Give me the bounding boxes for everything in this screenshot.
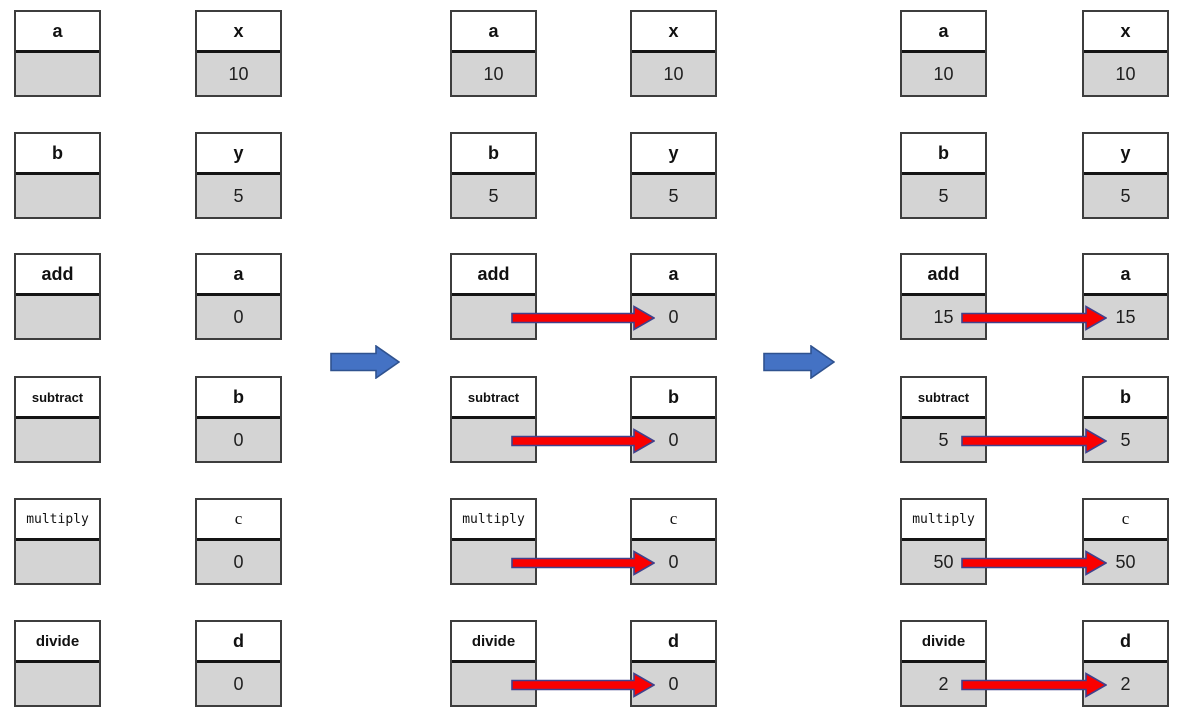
var-box-multiply: multiply	[450, 498, 537, 585]
var-box-a: a	[14, 10, 101, 97]
var-box-label: y	[197, 134, 280, 175]
var-box-label: b	[16, 134, 99, 175]
var-box-add: add	[450, 253, 537, 340]
var-box-label: a	[197, 255, 280, 296]
var-box-value: 5	[632, 175, 715, 217]
var-box-value: 5	[197, 175, 280, 217]
var-box-value: 5	[902, 175, 985, 217]
var-box-value: 0	[197, 419, 280, 461]
var-box-value	[16, 541, 99, 583]
transition-arrow-1-icon	[330, 345, 400, 379]
var-box-label: a	[16, 12, 99, 53]
var-box-label: b	[197, 378, 280, 419]
var-box-label: d	[197, 622, 280, 663]
var-box-label: y	[632, 134, 715, 175]
var-box-divide: divide	[14, 620, 101, 707]
assignment-arrow-icon	[511, 428, 655, 454]
var-box-value: 0	[197, 296, 280, 338]
var-box-value	[16, 175, 99, 217]
var-box-value	[16, 663, 99, 705]
assignment-arrow-icon	[511, 305, 655, 331]
var-box-label: x	[632, 12, 715, 53]
var-box-label: subtract	[16, 378, 99, 419]
var-box-label: multiply	[16, 500, 99, 541]
var-box-b: b	[14, 132, 101, 219]
var-box-label: b	[902, 134, 985, 175]
var-box-multiply: multiply	[14, 498, 101, 585]
var-box-value: 10	[1084, 53, 1167, 95]
var-box-value: 0	[197, 541, 280, 583]
var-box-value: 0	[197, 663, 280, 705]
var-box-label: add	[16, 255, 99, 296]
var-box-add: add	[14, 253, 101, 340]
assignment-arrow-icon	[961, 428, 1107, 454]
var-box-label: c	[197, 500, 280, 541]
var-box-label: a	[632, 255, 715, 296]
var-box-label: divide	[452, 622, 535, 663]
var-box-value: 5	[452, 175, 535, 217]
var-box-subtract: subtract	[14, 376, 101, 463]
var-box-label: c	[1084, 500, 1167, 541]
var-box-label: d	[1084, 622, 1167, 663]
var-box-label: y	[1084, 134, 1167, 175]
var-box-label: b	[632, 378, 715, 419]
var-box-value	[16, 296, 99, 338]
var-box-label: multiply	[902, 500, 985, 541]
var-box-value: 10	[197, 53, 280, 95]
var-box-label: multiply	[452, 500, 535, 541]
var-box-label: add	[452, 255, 535, 296]
var-box-label: d	[632, 622, 715, 663]
var-box-subtract: subtract	[450, 376, 537, 463]
var-box-label: a	[902, 12, 985, 53]
var-box-value: 10	[902, 53, 985, 95]
assignment-arrow-icon	[511, 550, 655, 576]
var-box-label: b	[1084, 378, 1167, 419]
assignment-arrow-icon	[961, 305, 1107, 331]
var-box-label: subtract	[452, 378, 535, 419]
var-box-label: add	[902, 255, 985, 296]
var-box-label: a	[1084, 255, 1167, 296]
var-box-label: b	[452, 134, 535, 175]
assignment-arrow-icon	[961, 550, 1107, 576]
var-box-value: 10	[452, 53, 535, 95]
var-box-label: subtract	[902, 378, 985, 419]
var-box-value: 5	[1084, 175, 1167, 217]
var-box-value	[16, 53, 99, 95]
assignment-arrow-icon	[961, 672, 1107, 698]
var-box-value	[16, 419, 99, 461]
var-box-label: divide	[16, 622, 99, 663]
assignment-arrow-icon	[511, 672, 655, 698]
var-box-label: x	[1084, 12, 1167, 53]
var-box-label: a	[452, 12, 535, 53]
transition-arrow-2-icon	[763, 345, 835, 379]
var-box-label: c	[632, 500, 715, 541]
var-box-value: 10	[632, 53, 715, 95]
var-box-value: 50	[902, 541, 985, 583]
var-box-label: divide	[902, 622, 985, 663]
var-box-label: x	[197, 12, 280, 53]
